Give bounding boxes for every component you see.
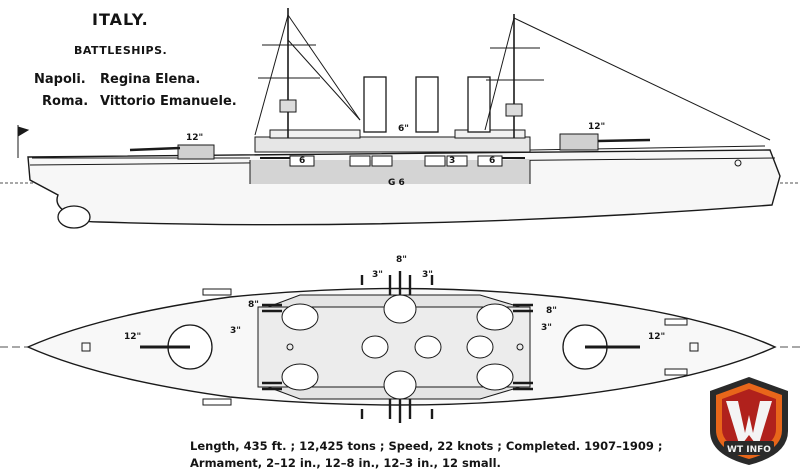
fore-main-turret xyxy=(177,144,215,160)
wt-info-logo: WT INFO xyxy=(710,377,788,465)
plan-label-left-8in: 8" xyxy=(248,300,259,310)
secondary-turrets xyxy=(281,294,514,400)
aft-main-turret xyxy=(559,133,599,151)
ram-bow xyxy=(57,205,91,229)
funnel-plan-2 xyxy=(414,335,442,359)
casemate-guns xyxy=(289,155,503,167)
logo-text: WT INFO xyxy=(727,445,771,455)
specs-caption-line1: Length, 435 ft. ; 12,425 tons ; Speed, 2… xyxy=(190,439,663,453)
boat-right-top xyxy=(664,318,688,326)
plan-label-stern-12in: 12" xyxy=(648,332,666,342)
hawse-pipe xyxy=(734,159,742,167)
plan-label-top-3in-left: 3" xyxy=(372,270,383,280)
label-aft-12in: 12" xyxy=(588,122,606,132)
label-waterline-mark: G 6 xyxy=(388,178,405,188)
specs-caption-line2: Armament, 2–12 in., 12–8 in., 12–3 in., … xyxy=(190,456,501,470)
plan-label-right-3in: 3" xyxy=(541,323,552,333)
label-casemate-6-left: 6 xyxy=(299,156,306,166)
ship-type-title: BATTLESHIPS. xyxy=(74,44,168,57)
plan-label-top-8in: 8" xyxy=(396,255,407,265)
country-title: ITALY. xyxy=(92,10,149,29)
plan-label-top-3in-right: 3" xyxy=(422,270,433,280)
funnel-2 xyxy=(415,76,439,133)
funnel-plan-1 xyxy=(361,335,389,359)
label-casemate-6-right: 6 xyxy=(489,156,496,166)
funnel-3 xyxy=(467,76,491,133)
ship-name-napoli: Napoli. xyxy=(34,72,86,87)
superstructure xyxy=(254,136,531,153)
ship-name-roma: Roma. xyxy=(42,94,89,109)
label-mid-6in: 6" xyxy=(398,124,409,134)
boat-left-bottom xyxy=(202,398,232,406)
hull-outline xyxy=(27,149,781,226)
ship-plan-view xyxy=(0,271,800,423)
boat-right-bottom xyxy=(664,368,688,376)
label-fore-12in: 12" xyxy=(186,133,204,143)
plan-label-bow-12in: 12" xyxy=(124,332,142,342)
ship-side-profile xyxy=(0,8,800,229)
ship-name-regina-elena: Regina Elena. xyxy=(100,72,201,87)
funnel-1 xyxy=(363,76,387,133)
ensign-flag xyxy=(17,126,30,137)
boat-left-top xyxy=(202,288,232,296)
plan-label-left-3in: 3" xyxy=(230,326,241,336)
label-casemate-3: 3 xyxy=(449,156,456,166)
funnel-plan-3 xyxy=(466,335,494,359)
ship-name-vittorio-emanuele: Vittorio Emanuele. xyxy=(100,94,237,109)
plan-gun-barrels xyxy=(262,271,533,423)
plan-label-right-8in: 8" xyxy=(546,306,557,316)
